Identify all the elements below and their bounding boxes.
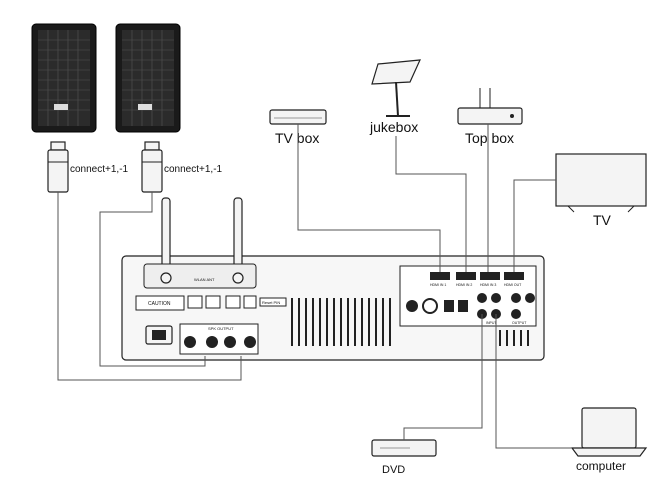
top-box-device <box>457 88 523 125</box>
spk-terminal-3 <box>224 336 236 348</box>
spk-terminal-2 <box>206 336 218 348</box>
spk-terminal-4 <box>244 336 256 348</box>
reset-label: Reset PIN <box>262 300 280 305</box>
amplifier-rear-panel: WLAN ANT CAUTION Reset PIN SPK OUTPUT <box>121 197 545 361</box>
optical-port <box>422 298 438 314</box>
jukebox-label: jukebox <box>369 119 418 135</box>
right-speaker-cable <box>99 192 206 367</box>
antenna-right <box>233 197 243 269</box>
caution-label: CAUTION <box>148 301 171 307</box>
connect-label-right: connect+1,-1 <box>164 164 223 175</box>
left-speaker-connector <box>47 141 69 193</box>
hdmi-ports: HDMI IN 1 HDMI IN 2 HDMI IN 3 HDMI OUT <box>430 272 524 287</box>
tv-device <box>555 153 647 213</box>
spk-output-label: SPK OUTPUT <box>208 326 234 331</box>
left-speaker-cable <box>57 192 242 381</box>
antenna-panel-label: WLAN ANT <box>194 277 215 282</box>
tv-label: TV <box>593 212 612 228</box>
tv-box-device <box>269 109 327 125</box>
dvd-label: DVD <box>382 464 405 476</box>
right-speaker <box>115 23 181 133</box>
hdmi-in-3-label: HDMI IN 3 <box>480 283 496 287</box>
aux-jack <box>406 300 418 312</box>
hdmi-in-2-label: HDMI IN 2 <box>456 283 472 287</box>
tv-box-cable <box>297 124 441 272</box>
right-speaker-connector <box>141 141 163 193</box>
computer-cable <box>495 314 572 449</box>
connect-label-left: connect+1,-1 <box>70 164 129 175</box>
spk-terminal-1 <box>184 336 196 348</box>
connection-lines <box>57 124 572 449</box>
dvd-device <box>371 439 437 457</box>
antenna-left <box>161 197 171 269</box>
input-label: INPUT <box>486 321 497 325</box>
top-box-label: Top box <box>465 130 514 146</box>
computer-device <box>570 407 648 457</box>
computer-label: computer <box>576 459 626 473</box>
tv-cable <box>513 179 556 272</box>
jukebox-device <box>371 59 421 117</box>
dvd-cable <box>403 314 483 440</box>
hdmi-in-1-label: HDMI IN 1 <box>430 283 446 287</box>
left-speaker <box>31 23 97 133</box>
output-label: OUTPUT <box>512 321 527 325</box>
jukebox-cable <box>395 136 467 272</box>
tv-box-label: TV box <box>275 130 319 146</box>
hdmi-out-label: HDMI OUT <box>504 283 522 287</box>
